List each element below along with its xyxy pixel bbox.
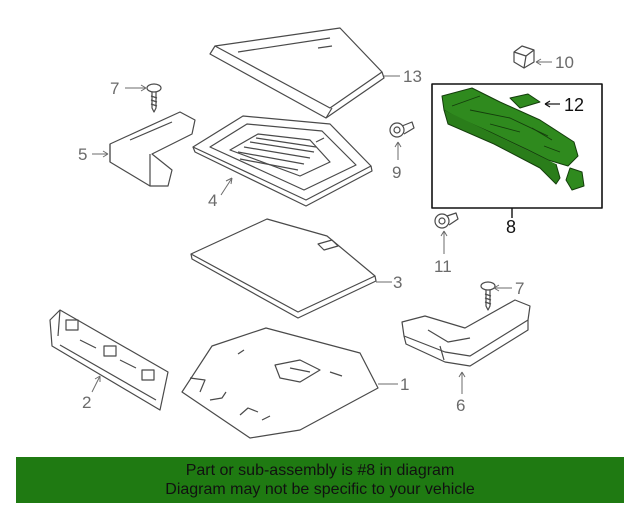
callout-10: 10 [555,53,574,72]
part-6-right-bracket[interactable] [401,299,531,367]
parts-diagram [49,27,603,439]
callout-8: 8 [506,217,517,237]
banner-line-1: Part or sub-assembly is #8 in diagram [185,462,455,479]
callout-4: 4 [208,191,218,210]
part-4-cargo-tray[interactable] [192,115,373,207]
part-7-screw-left[interactable] [146,83,162,113]
part-3-load-floor[interactable] [190,218,377,319]
banner-line-2: Diagram may not be specific to your vehi… [165,481,475,498]
part-8-sill-plate-assembly[interactable] [441,87,585,191]
part-10-clip[interactable] [513,45,535,69]
callout-2: 2 [82,393,92,412]
part-2-rear-panel[interactable] [49,309,169,411]
callout-3: 3 [393,273,403,292]
callout-13: 13 [403,67,422,86]
part-7-screw-right[interactable] [480,281,496,311]
callout-7-left: 7 [110,79,120,98]
callout-12: 12 [564,95,585,115]
part-9-bolt[interactable] [389,121,415,138]
callout-9: 9 [392,163,402,182]
callout-11: 11 [434,257,452,276]
part-1-floor-pan[interactable] [181,327,379,439]
part-5-left-bracket[interactable] [109,111,196,187]
info-banner: Part or sub-assembly is #8 in diagram Di… [16,457,624,503]
part-13-cargo-cover[interactable] [209,27,385,119]
callout-1: 1 [400,375,410,394]
part-11-push-pin[interactable] [434,212,459,229]
callout-5: 5 [78,145,88,164]
callout-6: 6 [456,396,466,415]
callout-7-right: 7 [515,279,525,298]
